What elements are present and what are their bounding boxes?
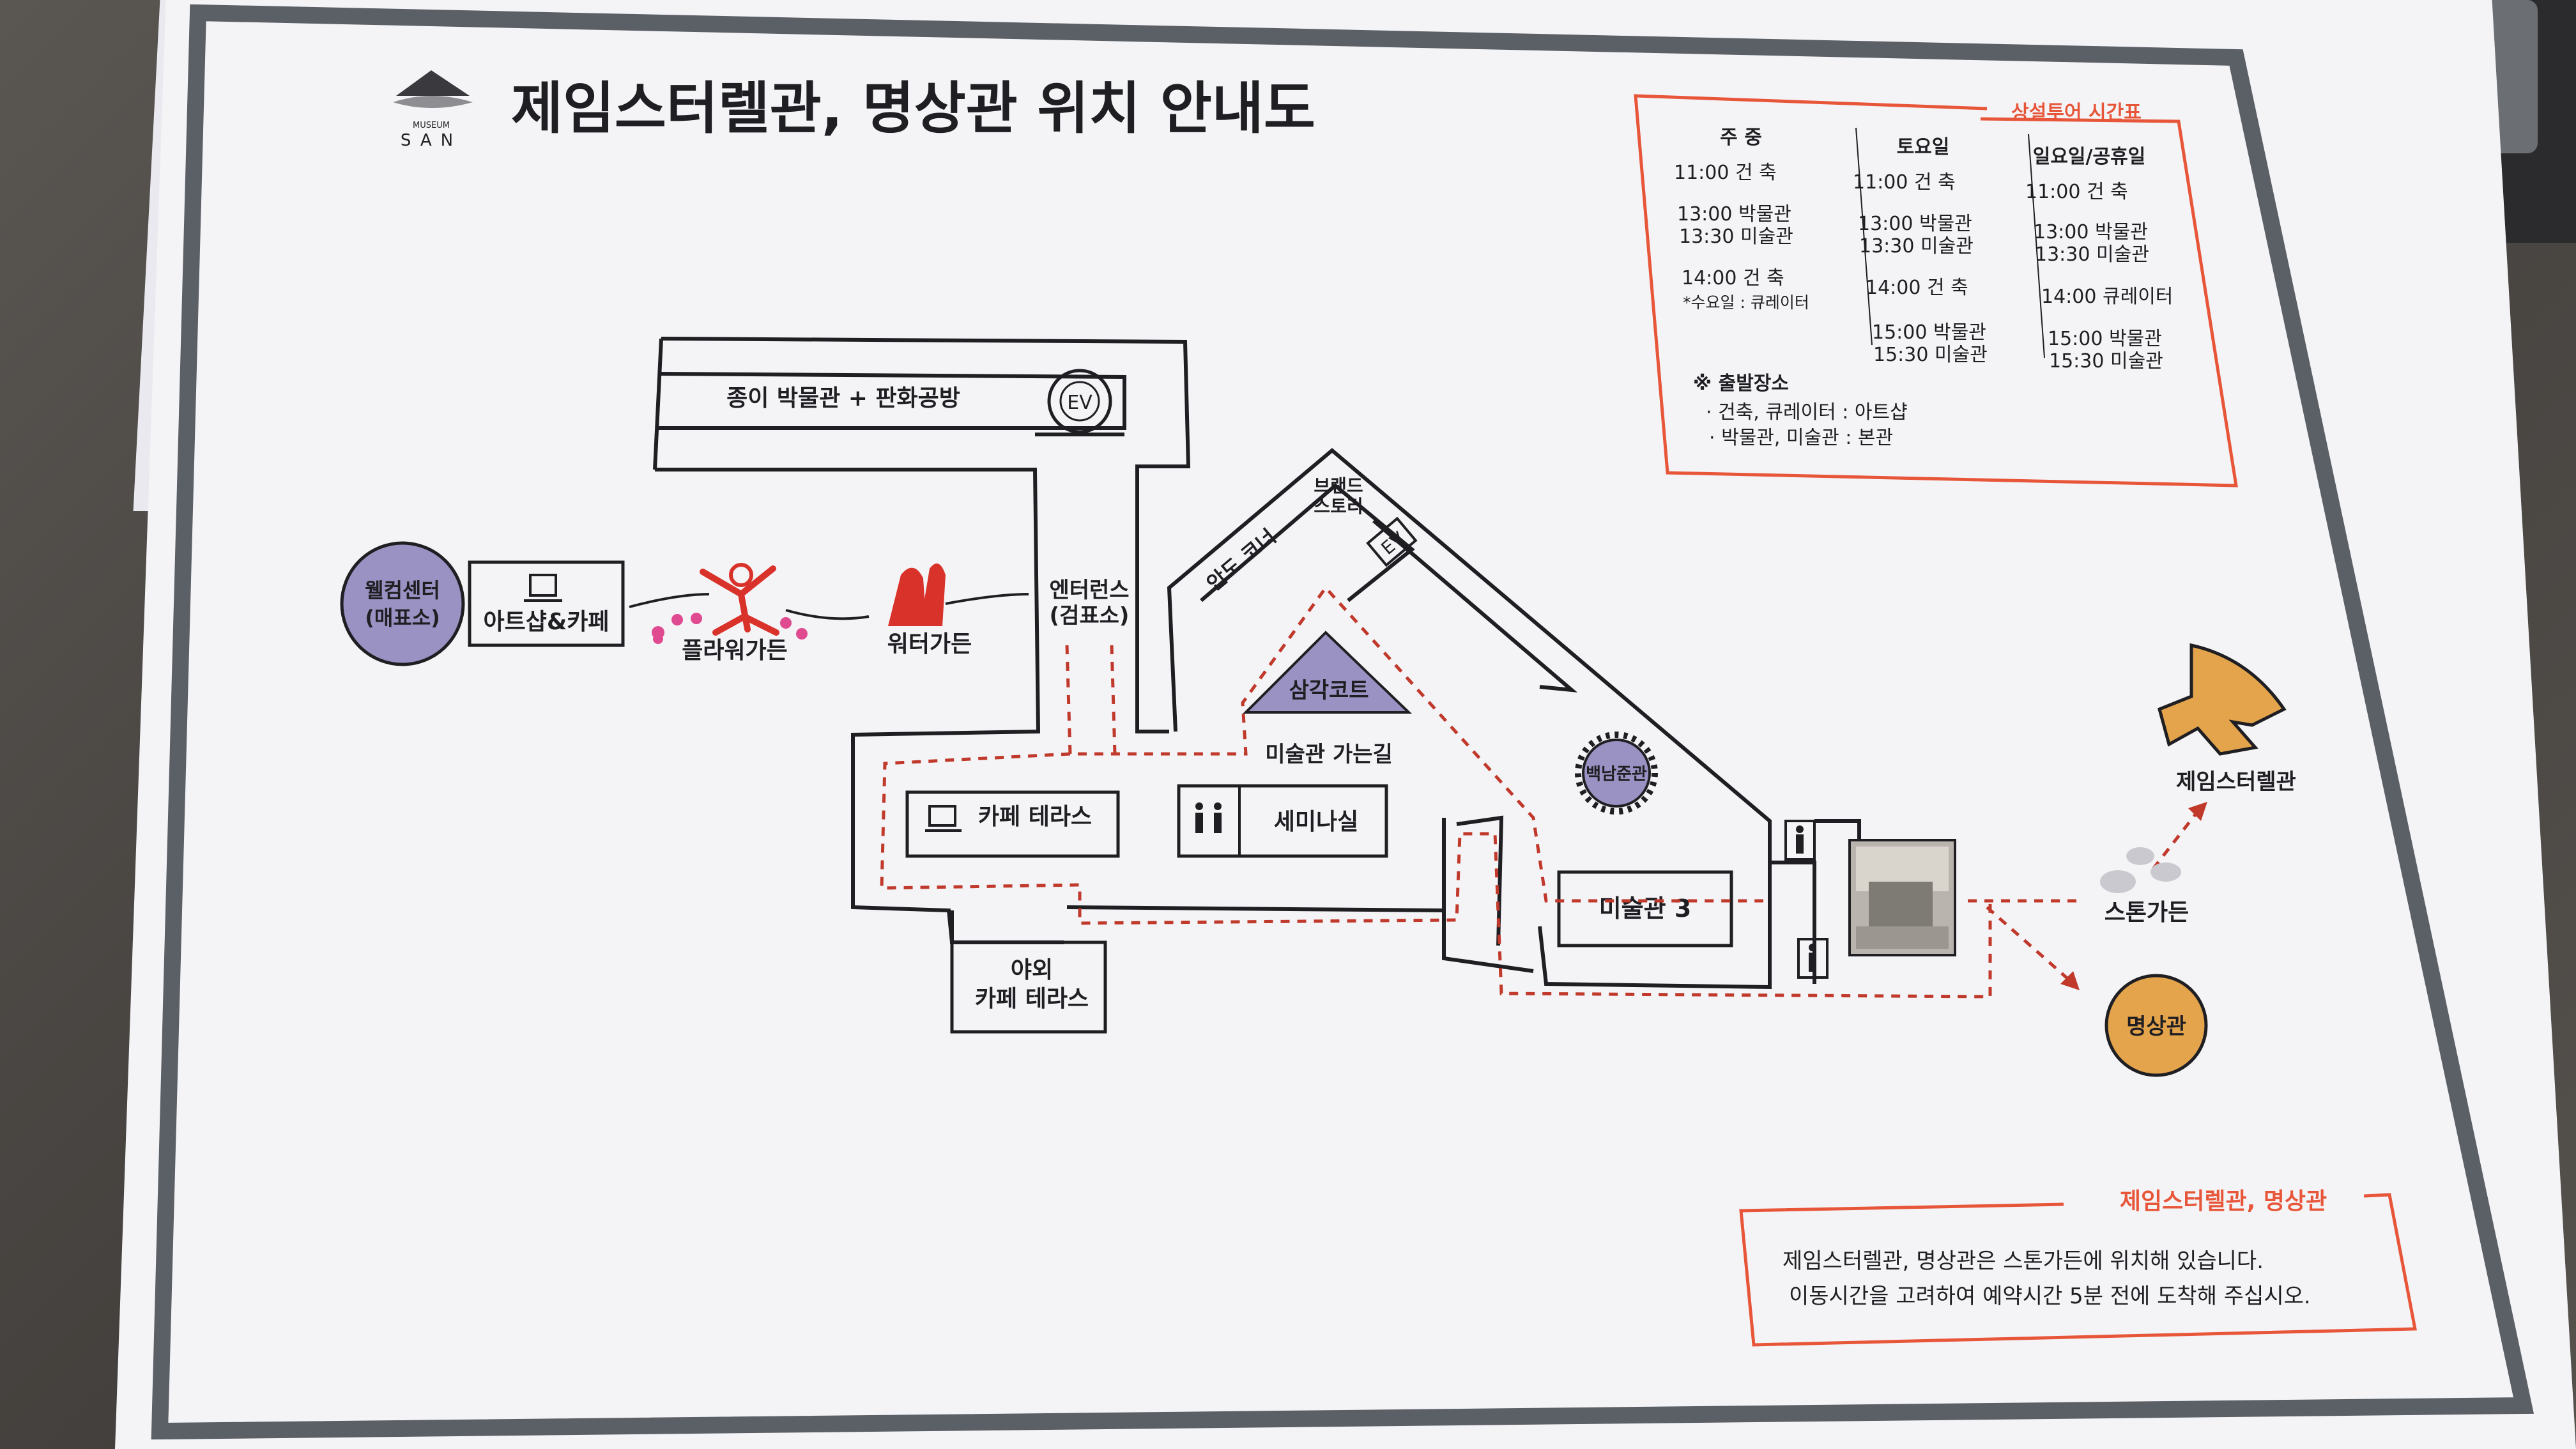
departure-line-2: · 박물관, 미술관 : 본관 (1709, 427, 1893, 449)
gallery3-label: 미술관 3 (1599, 894, 1692, 923)
col1-entry-4: 14:00 건 축 (1682, 267, 1784, 289)
route-path (880, 585, 2199, 999)
james-turrell-icon (2158, 643, 2287, 756)
col3-heading: 일요일/공휴일 (2033, 146, 2146, 168)
col2-entry-5: 15:00 박물관 (1872, 321, 1986, 344)
col3-entry-5: 15:00 박물관 (2048, 328, 2162, 350)
sheet-frame (151, 4, 2534, 1440)
flower-garden-label: 플라워가든 (682, 638, 788, 664)
notice-line-2: 이동시간을 고려하여 예약시간 5분 전에 도착해 주십시오. (1789, 1284, 2311, 1309)
col1-entry-5: *수요일 : 큐레이터 (1683, 293, 1809, 312)
col3-entry-1: 11:00 건 축 (2025, 181, 2128, 203)
exhibit-photo (1848, 839, 1956, 956)
col1-entry-1: 11:00 건 축 (1674, 162, 1777, 184)
departure-title: ※ 출발장소 (1693, 372, 1789, 395)
meditation-hall-marker (2104, 974, 2208, 1077)
welcome-center-label: 웰컴센터 (365, 578, 440, 602)
notice-title: 제임스터렐관, 명상관 (2120, 1188, 2327, 1215)
paik-hall-label: 백남준관 (1586, 765, 1647, 784)
col2-heading: 토요일 (1897, 136, 1950, 158)
paper-museum-label: 종이 박물관 + 판화공방 (726, 385, 960, 411)
building-outlines (653, 337, 1861, 990)
col3-entry-6: 15:30 미술관 (2049, 350, 2163, 372)
tour-schedule: 상설투어 시간표 주 중 11:00 건 축 13:00 박물관 13:30 미… (1634, 94, 2238, 487)
restroom-icon (1195, 802, 1222, 833)
outdoor-cafe-label-2: 카페 테라스 (975, 986, 1089, 1012)
schedule-title: 상설투어 시간표 (2011, 102, 2142, 124)
col1-heading: 주 중 (1720, 126, 1762, 149)
notice-line-1: 제임스터렐관, 명상관은 스톤가든에 위치해 있습니다. (1782, 1248, 2264, 1274)
museum-san-logo: MUSEUM SAN (393, 70, 473, 150)
logo-word: MUSEUM (413, 121, 450, 130)
artshop-cup-icon (524, 574, 562, 602)
page-title: 제임스터렐관, 명상관 위치 안내도 (511, 75, 1315, 141)
triangle-court-marker (1243, 631, 1412, 714)
entrance-label: 엔터런스 (1049, 578, 1129, 603)
col3-entry-3: 13:30 미술관 (2035, 243, 2149, 266)
stone-garden-label: 스톤가든 (2104, 900, 2189, 926)
gallery3-room (1557, 870, 1733, 947)
cafe-terrace-label: 카페 테라스 (978, 804, 1092, 830)
cafe-terrace-room (905, 790, 1120, 858)
seminar-label: 세미나실 (1274, 809, 1358, 835)
artshop-room (468, 560, 625, 647)
restroom-icon-gallery-top (1784, 820, 1816, 861)
route-arrow-turrell (2188, 802, 2207, 821)
elevator-top-icon: EV (1047, 369, 1112, 434)
col3-entry-4: 14:00 큐레이터 (2041, 286, 2173, 308)
welcome-center-marker (340, 541, 465, 666)
to-gallery-label: 미술관 가는길 (1265, 742, 1393, 767)
cafe-terrace-cup-icon (925, 805, 962, 832)
stone-garden-icon (2100, 847, 2181, 893)
walkway-path (629, 593, 1029, 620)
notice-box: 제임스터렐관, 명상관 제임스터렐관, 명상관은 스톤가든에 위치해 있습니다.… (1739, 1188, 2418, 1347)
paik-hall-marker (1575, 732, 1658, 815)
col1-entry-3: 13:30 미술관 (1679, 226, 1793, 248)
col2-entry-2: 13:00 박물관 (1858, 213, 1972, 235)
artshop-label: 아트샵&카페 (484, 609, 610, 635)
departure-line-1: · 건축, 큐레이터 : 아트샵 (1706, 401, 1908, 424)
col2-entry-1: 11:00 건 축 (1853, 171, 1956, 194)
flower-garden-icon (652, 563, 808, 644)
route-arrow-meditation (2060, 971, 2080, 990)
col2-entry-3: 13:30 미술관 (1859, 235, 1974, 257)
james-turrell-label: 제임스터렐관 (2176, 769, 2296, 795)
water-garden-icon (888, 564, 946, 626)
paper (115, 0, 2576, 1449)
water-garden-label: 워터가든 (887, 631, 972, 657)
brand-story-label-1: 브랜드 (1314, 475, 1363, 496)
restroom-icon-gallery-bottom (1797, 938, 1828, 979)
outdoor-cafe-room (950, 940, 1107, 1034)
outdoor-cafe-label-1: 야외 (1011, 957, 1053, 983)
meditation-hall-label: 명상관 (2126, 1014, 2186, 1039)
svg-text:EV: EV (1067, 392, 1092, 414)
schedule-divider-2 (2028, 134, 2045, 358)
logo-name: SAN (401, 131, 462, 150)
col2-entry-6: 15:30 미술관 (1873, 344, 1988, 366)
schedule-divider-1 (1855, 127, 1873, 346)
col3-entry-2: 13:00 박물관 (2034, 221, 2148, 243)
welcome-center-sub-label: (매표소) (365, 606, 440, 630)
entrance-sub-label: (검표소) (1050, 603, 1130, 629)
schedule-border (1634, 94, 2238, 487)
col2-entry-4: 14:00 건 축 (1866, 277, 1968, 299)
brand-story-label-2: 스토리 (1314, 496, 1363, 517)
seminar-room (1177, 784, 1388, 858)
triangle-court-label: 삼각코트 (1289, 678, 1368, 703)
col1-entry-2: 13:00 박물관 (1677, 203, 1791, 226)
